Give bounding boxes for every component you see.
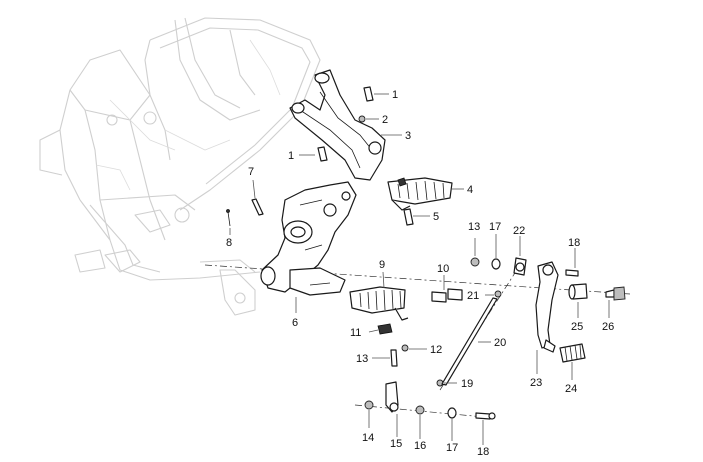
part-22-ball-joint (513, 257, 527, 276)
callout-24: 24 (565, 383, 577, 395)
callout-19: 19 (461, 378, 473, 390)
callout-21: 21 (467, 290, 479, 302)
part-21-nut (494, 290, 502, 298)
callout-20: 20 (494, 337, 506, 349)
part-14-nut-lower (364, 400, 374, 410)
part-17-washer-upper (491, 258, 501, 270)
callout-25: 25 (571, 321, 583, 333)
part-7-bolt (251, 198, 264, 216)
callout-5: 5 (433, 211, 439, 223)
callout-labels: 1 1 2 3 4 5 6 7 8 9 10 11 12 13 14 13 15… (226, 89, 614, 458)
callout-13: 13 (356, 353, 368, 365)
motorcycle-frame-outline (39, 17, 321, 316)
part-18-bolt-lower (475, 412, 496, 420)
callout-1b: 1 (288, 150, 294, 162)
part-8-pin (226, 209, 231, 227)
leader-lines (229, 93, 610, 445)
callout-23: 23 (530, 377, 542, 389)
callout-16: 16 (414, 440, 426, 452)
callout-22: 22 (513, 225, 525, 237)
callout-18b: 18 (477, 446, 489, 458)
part-5-pin (403, 208, 414, 226)
callout-12: 12 (430, 344, 442, 356)
callout-10: 10 (437, 263, 449, 275)
part-25-bushing (568, 283, 588, 300)
callout-1a: 1 (392, 89, 398, 101)
part-6-main-bracket (260, 181, 357, 296)
callout-17a: 17 (489, 221, 501, 233)
part-4-upper-footpeg (387, 177, 453, 211)
part-23-shift-lever (535, 261, 559, 353)
callout-9: 9 (379, 259, 385, 271)
callout-4: 4 (467, 184, 473, 196)
callout-17b: 17 (446, 442, 458, 454)
part-1-bolts (317, 86, 374, 162)
callout-26: 26 (602, 321, 614, 333)
callout-11: 11 (350, 327, 361, 339)
part-16-nut (415, 405, 425, 415)
part-2-washer (358, 115, 366, 123)
callout-14a: 13 (468, 221, 480, 233)
callout-15: 15 (390, 438, 402, 450)
part-20-shift-rod (441, 297, 498, 386)
callout-14b: 14 (362, 432, 374, 444)
part-9-lower-footpeg (349, 286, 409, 321)
part-12-washer (401, 344, 409, 352)
part-24-shift-peg (559, 343, 586, 363)
part-26-bolt (605, 286, 626, 301)
part-10-bolts (431, 288, 463, 303)
part-11-spring (377, 323, 393, 335)
part-13-bolt (390, 349, 398, 367)
part-17-washer-lower (447, 407, 457, 419)
part-18-bolt-upper (565, 269, 579, 277)
callout-6: 6 (292, 317, 298, 329)
callout-2: 2 (382, 114, 388, 126)
callout-7: 7 (248, 166, 254, 178)
part-3-upper-bracket (289, 69, 386, 181)
part-14-nut-upper (470, 257, 480, 267)
callout-3: 3 (405, 130, 411, 142)
part-15-ball-joint (385, 381, 399, 413)
callout-8: 8 (226, 237, 232, 249)
callout-18a: 18 (568, 237, 580, 249)
